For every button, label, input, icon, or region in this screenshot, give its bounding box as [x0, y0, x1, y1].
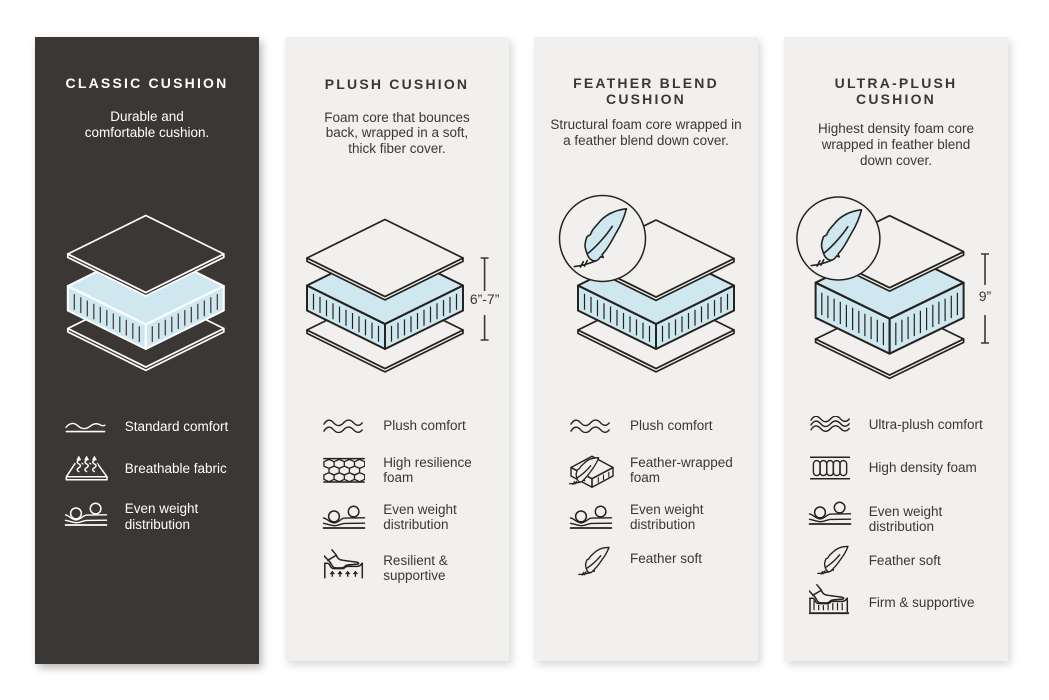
svg-text:9”: 9”	[979, 288, 992, 304]
svg-text:6”-7”: 6”-7”	[470, 291, 500, 307]
